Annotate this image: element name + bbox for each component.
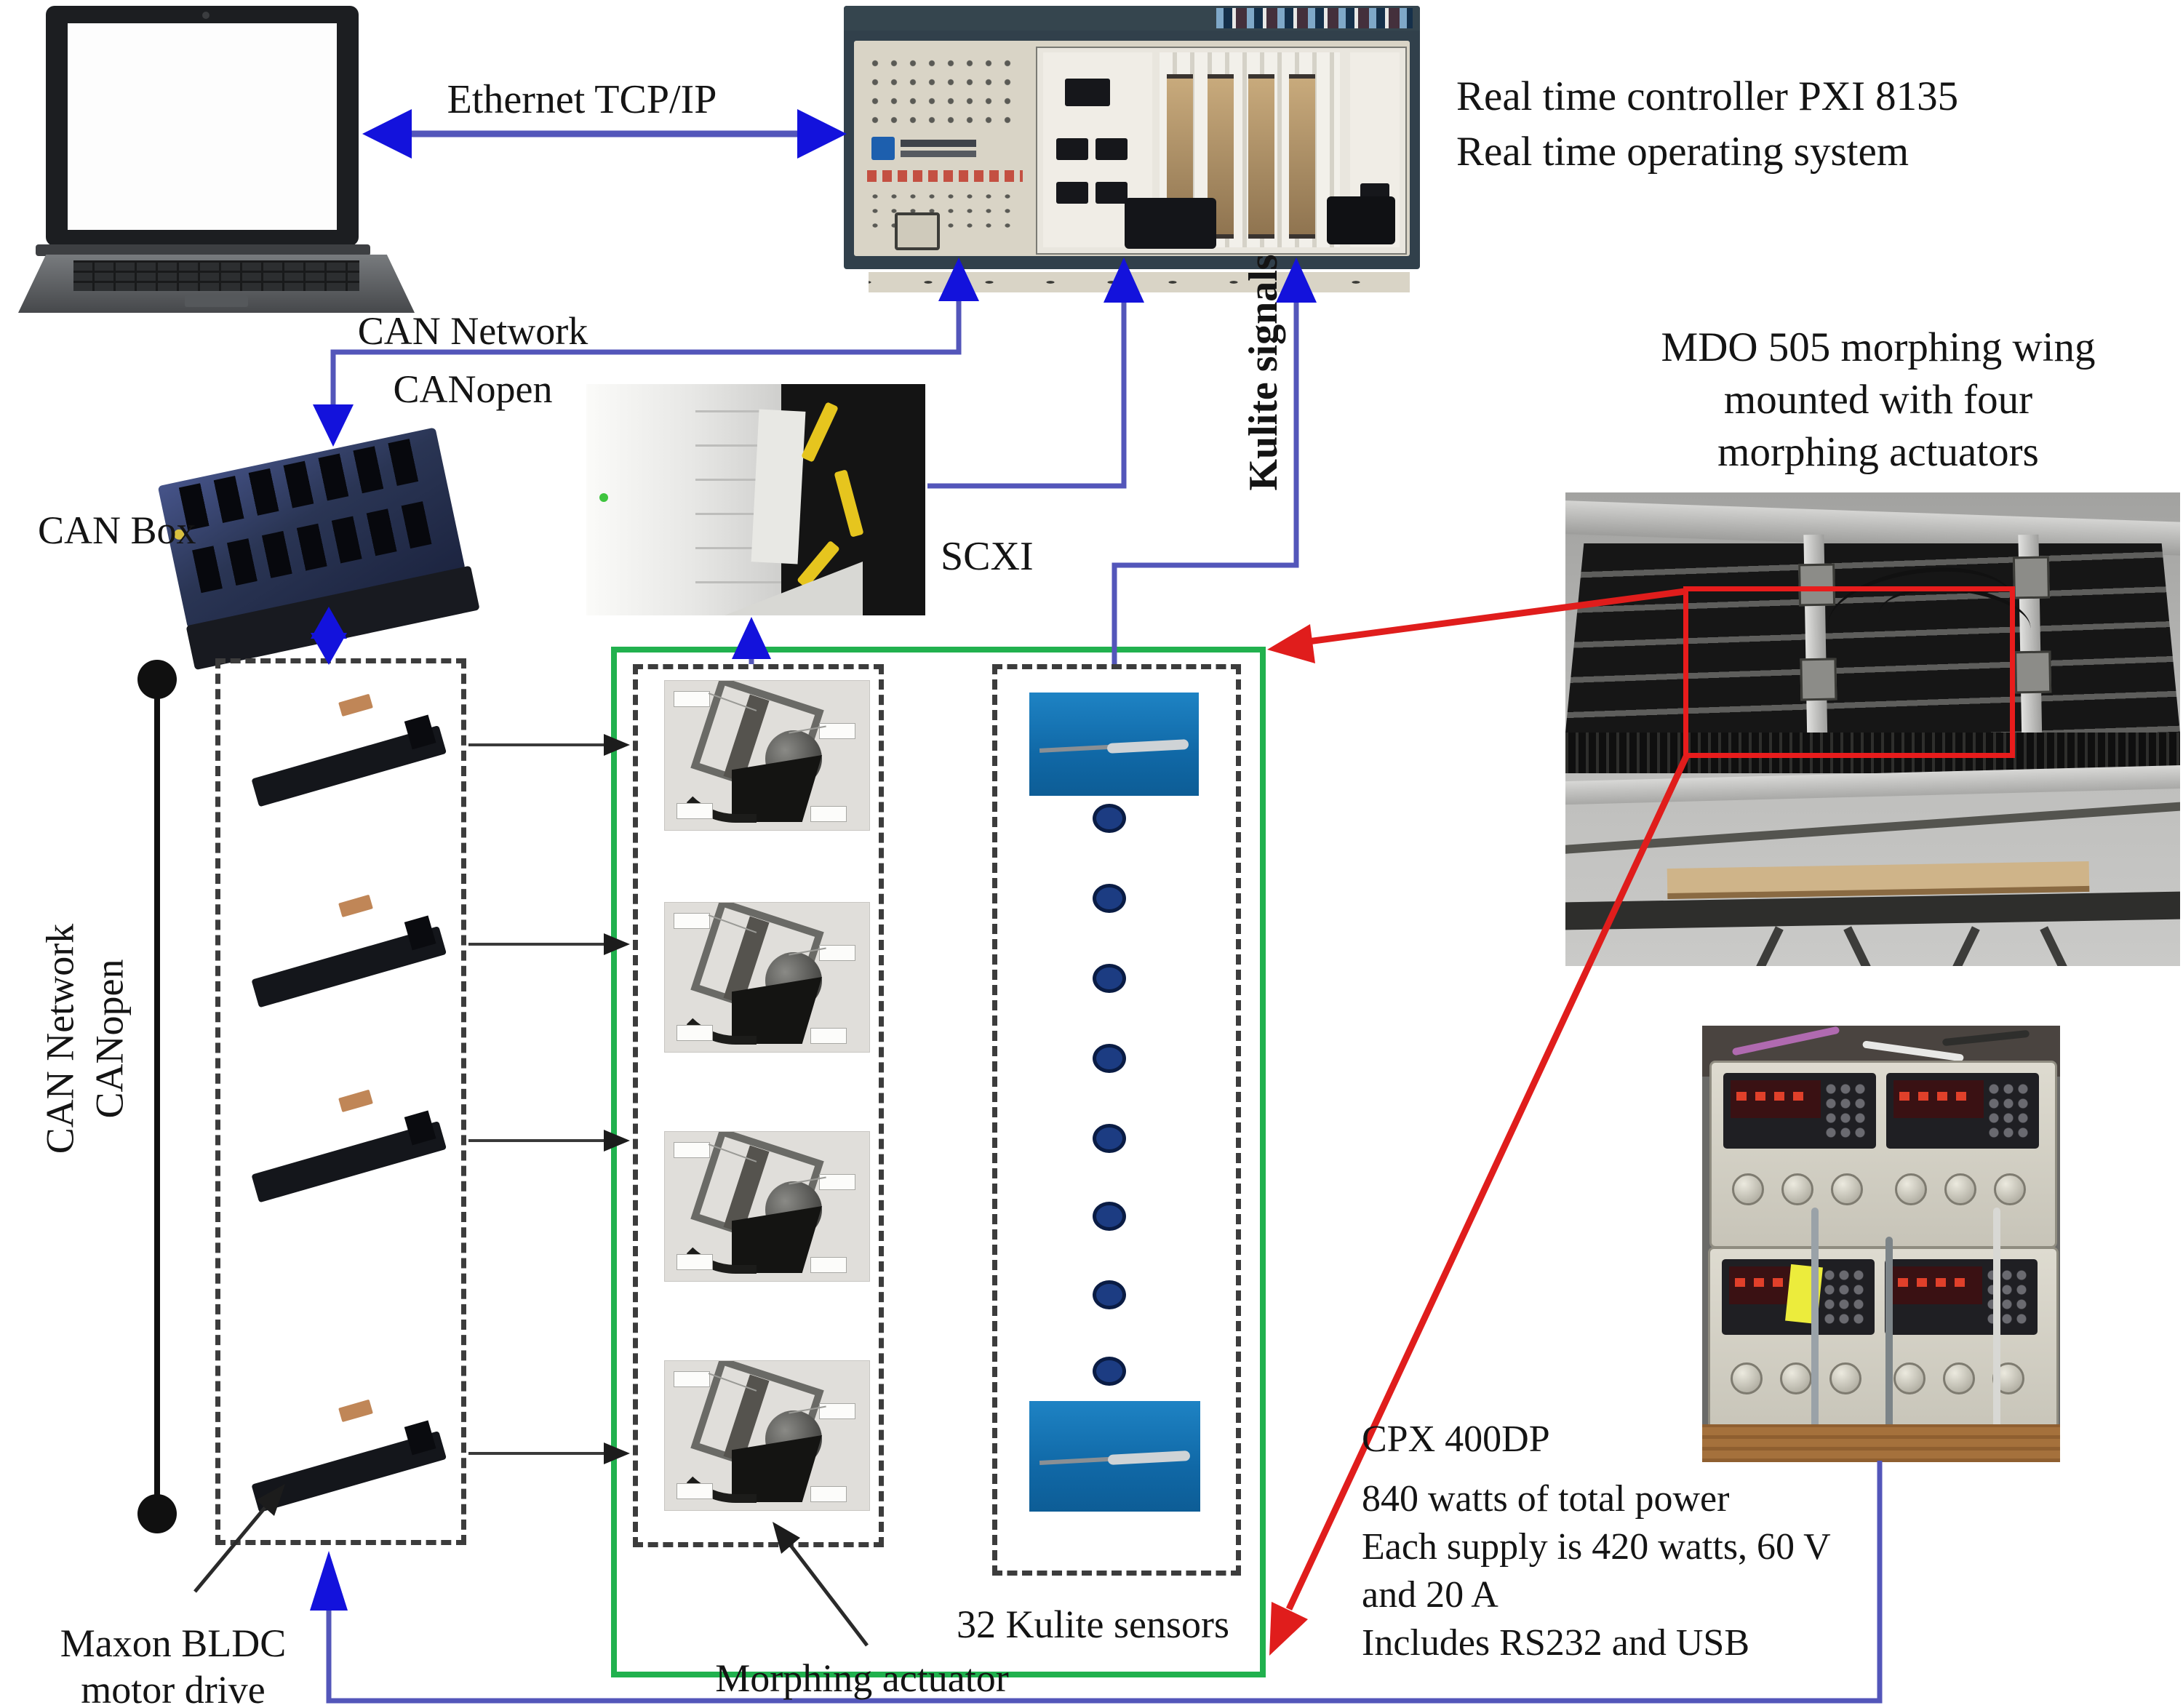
scxi-photo (586, 384, 925, 615)
scxi-label: SCXI (941, 534, 1034, 579)
laptop-touchpad (184, 295, 249, 307)
laptop-camera (202, 12, 209, 19)
wing-caption-line2: mounted with four (1723, 377, 2033, 423)
ellipsis-dot (1093, 1357, 1126, 1386)
ellipsis-dot (1093, 964, 1126, 993)
arrowhead-right (797, 109, 847, 159)
psu-caption-line1: CPX 400DP (1362, 1418, 1550, 1460)
pxi-card (1289, 74, 1315, 239)
morphing-actuator-photo-3 (664, 1131, 870, 1282)
left-bus-label: CAN Network CANopen (36, 924, 135, 1154)
morphing-wing-photo (1565, 492, 2180, 966)
canopen-label: CANopen (393, 367, 553, 411)
pxi-connector-grid-2 (866, 189, 1014, 231)
laptop-base (18, 255, 415, 313)
yellow-cable (801, 402, 839, 463)
controller-label-line2: Real time operating system (1456, 129, 1909, 175)
ellipsis-dot (1093, 1280, 1126, 1309)
morphing-actuator-label: Morphing actuator (715, 1656, 1009, 1700)
controller-label-line1: Real time controller PXI 8135 (1456, 73, 1959, 119)
pxi-bottom-screws (869, 272, 1410, 292)
psu-caption-line2: 840 watts of total power (1362, 1478, 1730, 1520)
maxon-drive-photo-4 (222, 1378, 455, 1519)
scxi-chassis (586, 384, 781, 615)
pxi-embedded-controller (1043, 52, 1152, 247)
wing-caption-line3: morphing actuators (1717, 429, 2039, 475)
kulite-signals-label: Kulite signals (1240, 254, 1286, 491)
maxon-label-line2: motor drive (81, 1668, 266, 1708)
scxi-pxi-line (927, 301, 1127, 489)
pxi-shelf-books (1216, 8, 1413, 28)
morphing-actuator-photo-4 (664, 1360, 870, 1511)
psu-caption-line3: Each supply is 420 watts, 60 V (1362, 1526, 1831, 1568)
yellow-cable (834, 469, 864, 538)
can-network-label: CAN Network (357, 309, 588, 353)
psu-caption-line4: and 20 A (1362, 1574, 1498, 1616)
maxon-drive-photo-3 (222, 1069, 455, 1209)
laptop-screen (46, 6, 359, 246)
laptop-photo (18, 6, 415, 315)
wing-actuator-area-highlight (1683, 586, 2015, 758)
pxi-red-label (867, 170, 1023, 182)
ni-logo (871, 137, 981, 161)
kulite-sensor-photo-bottom (1029, 1401, 1200, 1512)
kulite-sensor-photo-top (1029, 693, 1199, 796)
morphing-actuator-photo-2 (664, 902, 870, 1053)
pxi-card (1248, 74, 1274, 239)
pxi-shelf (844, 6, 1420, 31)
red-arrowhead (1269, 1602, 1308, 1656)
pxi-cable-bundle (1327, 196, 1395, 244)
wing-caption-line1: MDO 505 morphing wing (1661, 324, 2096, 370)
kulite-sensors-count-label: 32 Kulite sensors (957, 1603, 1229, 1646)
laptop-keyboard (73, 260, 359, 291)
laptop-hinge (36, 244, 370, 256)
arrowhead-up (310, 1551, 348, 1611)
maxon-label-line1: Maxon BLDC (60, 1621, 287, 1665)
bus-terminator-dot (137, 660, 177, 699)
ethernet-label: Ethernet TCP/IP (447, 77, 717, 122)
psu-cable (1811, 1208, 1819, 1462)
left-bus-label-line2: CANopen (87, 959, 131, 1119)
red-arrowhead (1267, 624, 1315, 663)
scxi-module (751, 409, 806, 564)
pxi-card-cage (1036, 47, 1407, 255)
cpx400dp-unit-1 (1709, 1061, 2057, 1248)
can-box-label: CAN Box (38, 508, 196, 552)
left-bus-label-line1: CAN Network (38, 923, 82, 1154)
can-box-photo (157, 415, 480, 671)
pxi-power-button (895, 212, 940, 250)
psu-caption-line5: Includes RS232 and USB (1362, 1622, 1749, 1664)
laptop-display (68, 23, 337, 230)
cpx400dp-unit-2 (1708, 1247, 2059, 1439)
pxi-controller-photo (844, 6, 1420, 292)
wooden-table (1702, 1424, 2060, 1462)
ellipsis-dot (1093, 804, 1126, 833)
pxi-cable-bundle (1125, 198, 1216, 249)
morphing-actuator-photo-1 (664, 680, 870, 831)
ellipsis-dot (1093, 884, 1126, 913)
ellipsis-dot (1093, 1202, 1126, 1231)
maxon-drive-photo-2 (222, 874, 455, 1014)
psu-cable (1993, 1208, 2000, 1462)
bus-terminator-dot (137, 1494, 177, 1533)
psu-cable (1885, 1237, 1893, 1462)
ellipsis-dot (1093, 1124, 1126, 1153)
pxi-connector-grid (866, 54, 1014, 129)
maxon-drive-photo-1 (222, 673, 455, 813)
pxi-front-panel (854, 41, 1410, 292)
power-supply-photo (1702, 1026, 2060, 1462)
scxi-led (599, 493, 608, 502)
ellipsis-dot (1093, 1044, 1126, 1073)
